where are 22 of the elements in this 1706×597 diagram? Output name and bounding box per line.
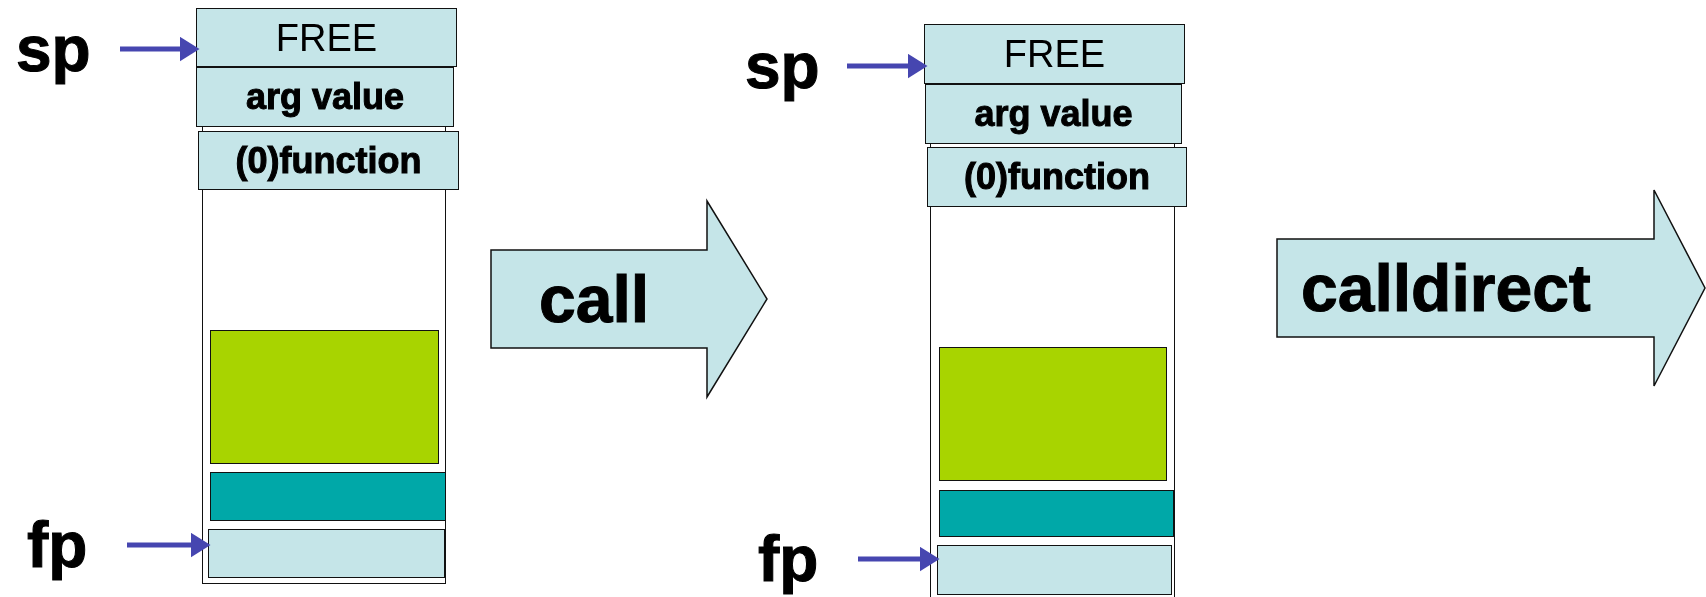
stack-block (939, 490, 1174, 537)
stack-slot (196, 67, 454, 127)
slot-label: FREE (275, 18, 378, 57)
slot-label: arg value (974, 96, 1133, 132)
slot-label: (0)function (235, 142, 422, 179)
stack-slot (925, 84, 1182, 144)
pointer-arrow (120, 36, 200, 62)
slot-label: (0)function (964, 159, 1150, 195)
stack-slot (196, 8, 457, 67)
stack-block (210, 472, 446, 521)
stack-slot (937, 545, 1172, 595)
stack-block (210, 330, 439, 464)
slot-label: FREE (1003, 35, 1106, 73)
instruction-label: call (539, 266, 650, 332)
pointer-arrow (847, 53, 928, 79)
instruction-label: calldirect (1301, 255, 1591, 321)
slot-label: arg value (245, 79, 405, 115)
stack-slot (208, 529, 445, 578)
pointer-arrow (858, 546, 940, 572)
stack-block (939, 347, 1167, 481)
pointer-arrow (127, 532, 211, 558)
stack-slot (924, 24, 1185, 84)
